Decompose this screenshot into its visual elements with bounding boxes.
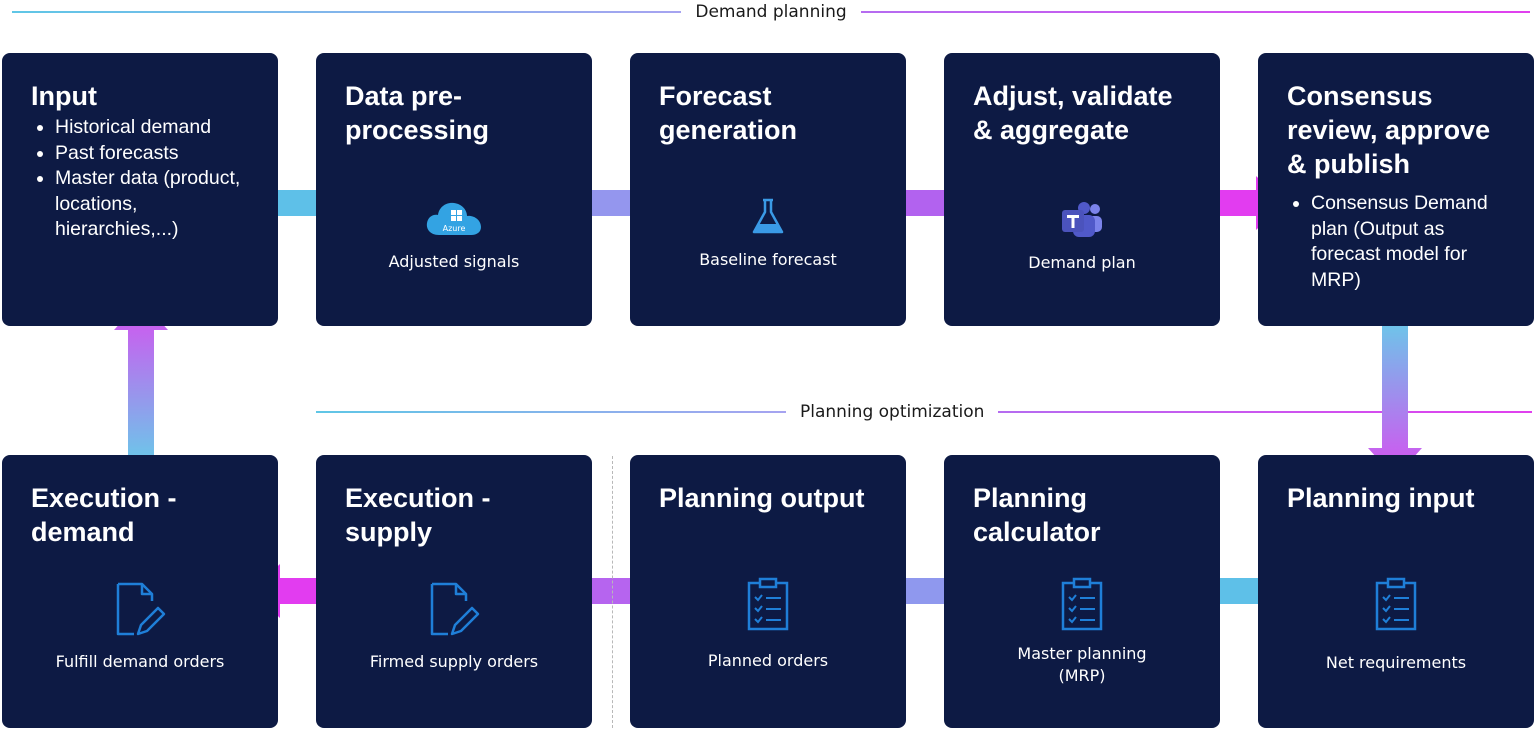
card-adjust-validate-aggregate: Adjust, validate & aggregate Demand plan	[944, 53, 1220, 326]
card-title: Planning calculator	[973, 483, 1101, 547]
card-consensus-review: Consensus review, approve & publish Cons…	[1258, 53, 1534, 326]
azure-cloud-icon: Azure	[316, 201, 592, 237]
bullet-item: Historical demand	[55, 115, 254, 141]
arrow-consensus-planning-input	[1368, 326, 1422, 478]
clipboard-checklist-icon	[1258, 577, 1534, 631]
card-title: Data pre-processing	[345, 81, 490, 145]
clipboard-checklist-icon	[944, 577, 1220, 631]
card-execution-demand: Execution - demand Fulfill demand orders	[2, 455, 278, 728]
card-planning-calculator: Planning calculator Master planning (MRP…	[944, 455, 1220, 728]
bullet-item: Consensus Demand plan (Output as forecas…	[1311, 191, 1510, 293]
card-forecast-generation: Forecast generation Baseline forecast	[630, 53, 906, 326]
card-caption: Master planning (MRP)	[1017, 644, 1147, 685]
card-caption: Fulfill demand orders	[55, 652, 225, 671]
card-input: Input Historical demand Past forecasts M…	[2, 53, 278, 326]
arrow-exec-demand-input	[114, 300, 168, 456]
card-title: Planning input	[1287, 483, 1475, 513]
card-title: Consensus review, approve & publish	[1287, 81, 1491, 179]
card-data-preprocessing: Data pre-processing Azure Adjusted signa…	[316, 53, 592, 326]
header-line-right	[998, 411, 1532, 413]
section-header-planning-optimization: Planning optimization	[316, 400, 1532, 424]
connector-output-supply	[592, 578, 630, 604]
section-title-demand-planning: Demand planning	[695, 2, 847, 22]
flask-icon	[630, 197, 906, 237]
header-line-left	[316, 411, 786, 413]
section-title-planning-optimization: Planning optimization	[800, 402, 985, 422]
bullet-item: Past forecasts	[55, 141, 254, 167]
card-caption: Planned orders	[707, 651, 829, 670]
azure-icon-label: Azure	[442, 224, 466, 233]
header-line-right	[860, 11, 1531, 13]
card-caption: Adjusted signals	[388, 252, 520, 271]
card-planning-output: Planning output Planned orders	[630, 455, 906, 728]
section-divider	[612, 456, 613, 728]
section-header-demand-planning: Demand planning	[12, 0, 1531, 24]
card-caption: Demand plan	[1028, 253, 1136, 272]
bullet-list: Consensus Demand plan (Output as forecas…	[1287, 191, 1510, 293]
clipboard-checklist-icon	[630, 577, 906, 631]
card-caption: Baseline forecast	[699, 250, 837, 269]
teams-icon	[944, 201, 1220, 239]
connector-calc-output	[906, 578, 944, 604]
card-title: Planning output	[659, 483, 865, 513]
card-execution-supply: Execution - supply Firmed supply orders	[316, 455, 592, 728]
card-caption: Firmed supply orders	[369, 652, 539, 671]
document-edit-icon	[2, 581, 278, 637]
card-title: Adjust, validate & aggregate	[973, 81, 1173, 145]
connector-planning-input-calc	[1220, 578, 1258, 604]
card-caption: Net requirements	[1325, 653, 1467, 672]
card-title: Execution - supply	[345, 483, 491, 547]
bullet-list: Historical demand Past forecasts Master …	[31, 115, 254, 243]
card-planning-input: Planning input Net requirements	[1258, 455, 1534, 728]
card-title: Forecast generation	[659, 81, 798, 145]
connector-input-preprocessing	[278, 190, 316, 216]
bullet-item: Master data (product, locations, hierarc…	[55, 166, 254, 243]
connector-preprocessing-forecast	[592, 190, 630, 216]
card-title: Input	[31, 81, 97, 111]
card-title: Execution - demand	[31, 483, 177, 547]
connector-forecast-adjust	[906, 190, 944, 216]
document-edit-icon	[316, 581, 592, 637]
header-line-left	[12, 11, 682, 13]
